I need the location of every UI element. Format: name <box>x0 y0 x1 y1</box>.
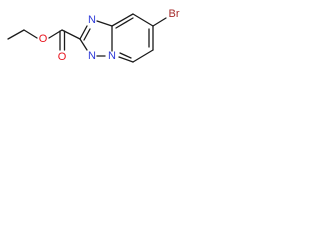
bond-carbonyl-c-ring-c <box>61 29 81 40</box>
bond-c2-n3 <box>79 38 88 51</box>
atom-label-ester-oxygen: O <box>39 33 48 45</box>
bond-c8a-c8-double <box>115 17 134 29</box>
bond-c8-c7 <box>132 13 154 27</box>
atom-label-ring-nitrogen-bottom-left: N <box>88 50 96 62</box>
bond-c2-n1 <box>79 25 88 40</box>
bond-c7-br <box>152 17 167 27</box>
pyridine-ring-bonds <box>111 13 167 63</box>
bond-c5-n4 <box>118 56 134 63</box>
bond-c8a-c8 <box>111 13 134 27</box>
chemical-structure: O O N N N Br <box>7 8 180 63</box>
bond-c5-n4-double <box>119 52 132 59</box>
ethyl-ester-bonds <box>7 29 81 51</box>
atom-label-bromine: Br <box>169 8 180 20</box>
bond-c2-n1-double <box>83 28 91 41</box>
bond-ch2-o <box>23 29 38 39</box>
atom-labels: O O N N N Br <box>39 8 180 63</box>
atom-label-carbonyl-oxygen: O <box>58 51 67 63</box>
triazole-ring-bonds <box>79 20 113 57</box>
atom-label-ring-nitrogen-top: N <box>88 14 96 26</box>
bond-c6-c5 <box>132 49 154 63</box>
bond-ch3-ch2 <box>7 29 25 40</box>
atom-label-ring-nitrogen-bridgehead: N <box>108 50 116 62</box>
bond-n1-c8a <box>96 20 113 27</box>
